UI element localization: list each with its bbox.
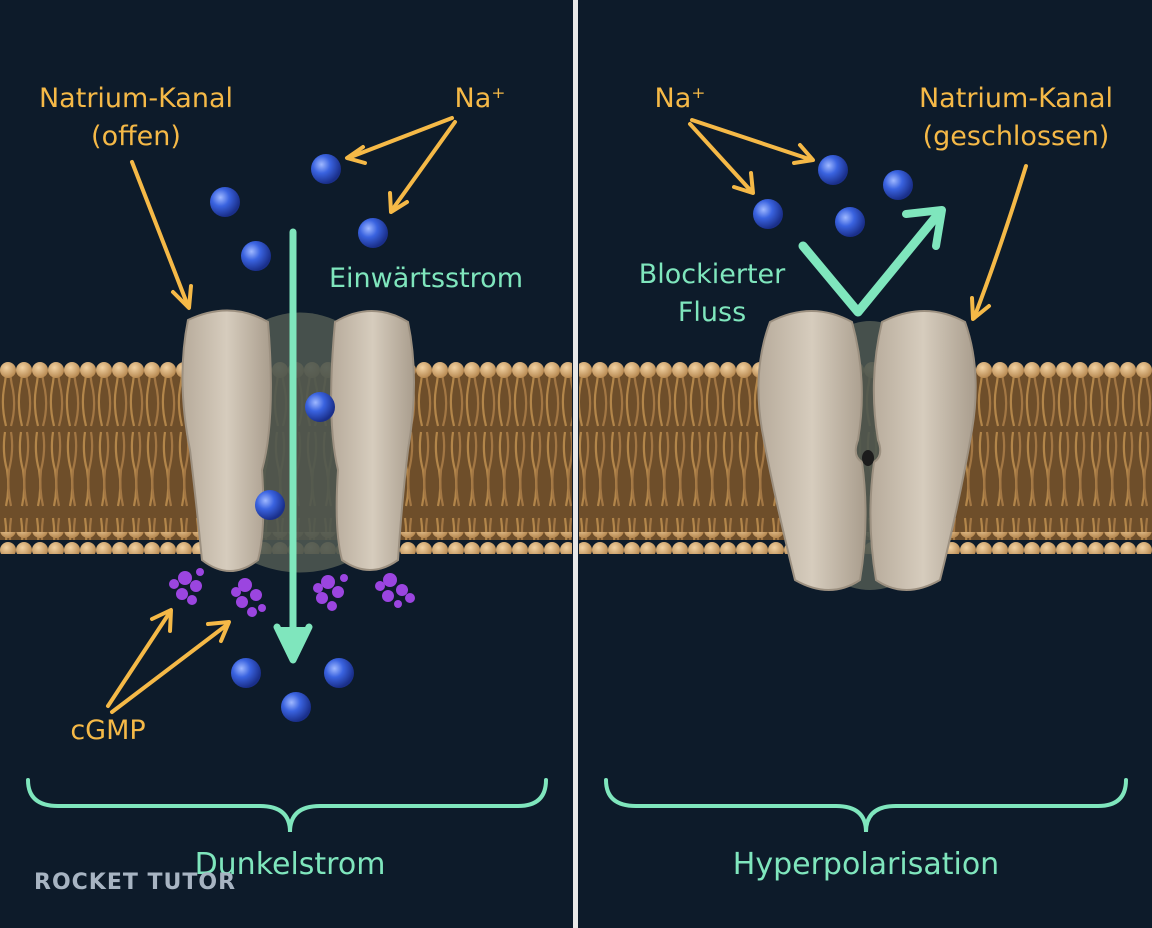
sodium-ion [883, 170, 913, 200]
sodium-ions [210, 154, 913, 722]
sodium-ion [305, 392, 335, 422]
sodium-ion [753, 199, 783, 229]
arrow-na-right-1 [690, 118, 815, 165]
cgmp-molecule [375, 573, 415, 608]
label-inward-current: Einwärtsstrom [328, 263, 524, 294]
sodium-ion [324, 658, 354, 688]
label-na-left: Na⁺ [454, 83, 506, 114]
sodium-ion [358, 218, 388, 248]
cgmp-molecules [169, 568, 415, 617]
sodium-ion [281, 692, 311, 722]
sodium-channel-closed [757, 310, 977, 591]
label-channel-closed: Natrium-Kanal (geschlossen) [918, 83, 1114, 152]
sodium-ion [835, 207, 865, 237]
panel-divider [573, 0, 578, 928]
brace-right [604, 778, 1128, 833]
inward-current-arrow [273, 228, 313, 664]
brace-left [26, 778, 548, 833]
sodium-ion [241, 241, 271, 271]
sodium-channel-open [181, 309, 415, 573]
pointer-arrows [106, 116, 1028, 714]
sodium-ion [255, 490, 285, 520]
label-blocked-flow: Blockierter Fluss [638, 259, 786, 328]
cgmp-molecule [231, 578, 266, 617]
label-cgmp: cGMP [70, 715, 146, 746]
arrow-na-left-1 [345, 116, 454, 165]
arrow-cgmp-1 [106, 608, 173, 708]
caption-dark-current: Dunkelstrom [194, 847, 386, 882]
sodium-ion [210, 187, 240, 217]
sodium-ion [311, 154, 341, 184]
arrow-channel-closed [970, 164, 1028, 321]
label-channel-open: Natrium-Kanal (offen) [38, 83, 234, 152]
cgmp-molecule [169, 568, 204, 605]
cgmp-molecule [313, 574, 348, 611]
arrow-na-left-2 [388, 120, 457, 214]
arrow-na-right-2 [688, 122, 755, 195]
arrow-channel-open [130, 160, 193, 310]
caption-hyperpolarisation: Hyperpolarisation [732, 847, 1000, 882]
blocked-flow-arrow [798, 206, 946, 317]
arrow-cgmp-2 [110, 620, 231, 714]
sodium-ion [818, 155, 848, 185]
sodium-ion [231, 658, 261, 688]
watermark-logo: ROCKET TUTOR [34, 870, 237, 895]
label-na-right: Na⁺ [654, 83, 706, 114]
